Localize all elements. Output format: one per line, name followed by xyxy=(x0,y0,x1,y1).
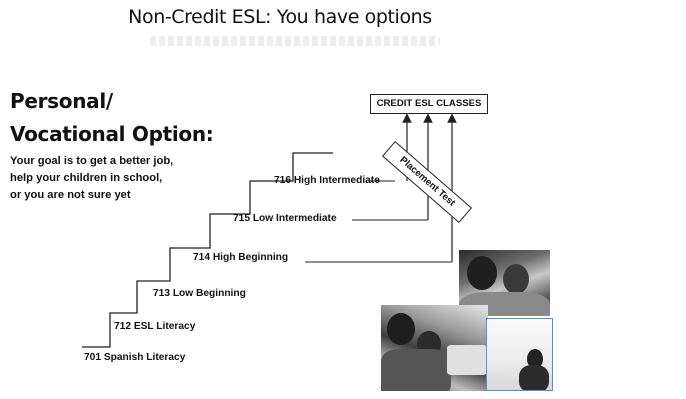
option-heading-line1: Personal/ xyxy=(10,89,113,113)
title-reflection xyxy=(150,36,440,46)
step-712: 712 ESL Literacy xyxy=(114,321,196,332)
goal-line-1: Your goal is to get a better job, xyxy=(10,155,174,167)
photo-woman-portrait xyxy=(486,318,553,391)
photo-students-at-table xyxy=(459,250,550,316)
credit-esl-box: CREDIT ESL CLASSES xyxy=(370,94,488,114)
slide-title: Non-Credit ESL: You have options xyxy=(128,6,432,28)
photo-woman-and-child xyxy=(381,305,488,391)
option-heading-line2: Vocational Option: xyxy=(10,122,214,146)
goal-description: Your goal is to get a better job, help y… xyxy=(10,153,230,204)
step-713: 713 Low Beginning xyxy=(153,288,246,299)
staircase-line xyxy=(82,152,333,348)
step-715: 715 Low Intermediate xyxy=(233,213,337,224)
step-701: 701 Spanish Literacy xyxy=(84,352,186,363)
goal-line-2: help your children in school, xyxy=(10,172,163,184)
goal-line-3: or you are not sure yet xyxy=(10,189,131,201)
step-716: 716 High Intermediate xyxy=(274,175,380,186)
step-714: 714 High Beginning xyxy=(193,252,289,263)
